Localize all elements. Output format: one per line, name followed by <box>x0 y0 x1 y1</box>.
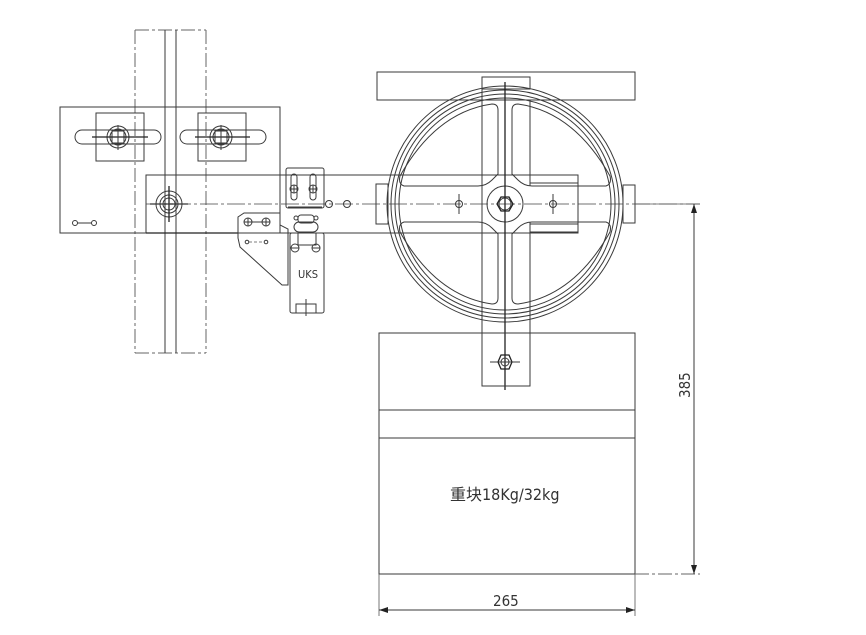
counterweight: 重块18Kg/32kg <box>378 332 636 575</box>
dimension-width: 265 <box>378 574 636 616</box>
rail-clip-right <box>179 112 267 162</box>
dimension-height: 385 <box>379 203 700 575</box>
tension-pulley <box>375 77 636 390</box>
weight-label: 重块18Kg/32kg <box>450 485 560 504</box>
safety-switch-assembly: UKS <box>237 167 325 316</box>
switch-label: UKS <box>298 268 318 281</box>
pivot-arm <box>145 174 700 234</box>
mounting-plate <box>59 106 281 234</box>
small-holes <box>72 220 97 226</box>
rail-clip-left <box>74 112 162 162</box>
height-dimension-value: 385 <box>676 372 694 398</box>
width-dimension-value: 265 <box>493 592 519 610</box>
